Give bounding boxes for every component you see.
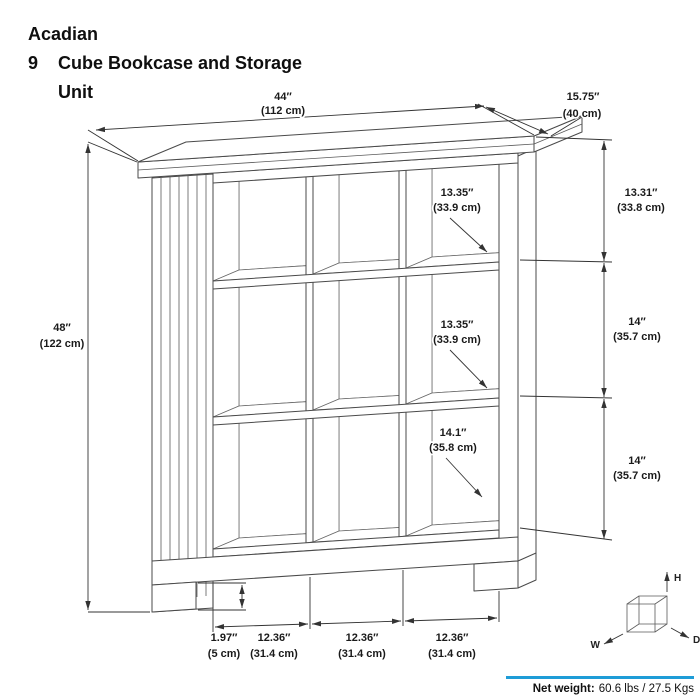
cube-interior: [213, 283, 306, 417]
cube-bot-cm-label: (35.8 cm): [429, 442, 477, 454]
dimension-cube-depths: 13.35″ (33.9 cm) 13.35″ (33.9 cm) 14.1″ …: [427, 185, 488, 498]
section-mid-cm-label: (35.7 cm): [613, 331, 661, 343]
cube-mid-cm-label: (33.9 cm): [433, 334, 481, 346]
col3-cm-label: (31.4 cm): [428, 648, 476, 660]
right-stile: [498, 161, 519, 590]
section-bot-cm-label: (35.7 cm): [613, 470, 661, 482]
cube-interior: [313, 170, 399, 274]
dimension-columns: 12.36″ (31.4 cm) 12.36″ (31.4 cm) 12.36″…: [212, 570, 500, 662]
product-name: Cube Bookcase and Storage: [58, 53, 303, 73]
axis-orientation-icon: H W D: [591, 572, 700, 651]
shelf-2: [212, 397, 500, 426]
shelf-1: [212, 261, 500, 290]
dimension-right-sections: 13.31″ (33.8 cm) 14″ (35.7 cm) 14″ (35.7…: [519, 136, 667, 541]
dimension-depth: 15.75″ (40 cm): [485, 89, 603, 137]
cube-interior: [406, 406, 499, 536]
product-title: Acadian 9 Cube Bookcase and Storage Unit: [28, 20, 302, 107]
right-foot: [473, 560, 519, 592]
left-foot: [151, 581, 197, 613]
dimension-height: 48″ (122 cm): [38, 141, 150, 613]
divider-right: [398, 168, 407, 538]
cube-bot-inches-label: 14.1″: [440, 427, 467, 439]
slat-grooves: [160, 173, 207, 599]
depth-cm-label: (40 cm): [563, 108, 602, 120]
dimension-width: 44″ (112 cm): [87, 89, 535, 162]
col1-inches-label: 12.36″: [258, 632, 292, 644]
cube-interior: [213, 419, 306, 549]
product-number: 9: [28, 53, 39, 73]
cube-top-cm-label: (33.9 cm): [433, 202, 481, 214]
divider-left: [305, 174, 314, 544]
cube-interior: [213, 176, 306, 281]
cube-interior: [313, 277, 399, 410]
net-weight-label: Net weight:: [532, 683, 595, 695]
right-side-panel: [517, 147, 537, 587]
width-cm-label: (112 cm): [261, 105, 305, 117]
dimension-plinth: 1.97″ (5 cm): [198, 582, 246, 662]
cube-interior: [406, 163, 499, 268]
net-weight: Net weight:60.6 lbs / 27.5 Kgs: [506, 676, 694, 695]
height-cm-label: (122 cm): [40, 338, 85, 350]
col1-cm-label: (31.4 cm): [250, 648, 298, 660]
col2-cm-label: (31.4 cm): [338, 648, 386, 660]
col3-inches-label: 12.36″: [436, 632, 470, 644]
cube-interiors: [213, 163, 499, 549]
axis-depth-label: D: [693, 635, 700, 646]
cube-interior: [406, 270, 499, 404]
product-brand: Acadian: [28, 24, 99, 44]
col2-inches-label: 12.36″: [346, 632, 380, 644]
plinth-inches-label: 1.97″: [211, 632, 238, 644]
product-name-2: Unit: [58, 82, 93, 102]
width-inches-label: 44″: [274, 91, 292, 103]
section-bot-inches-label: 14″: [628, 455, 646, 467]
depth-inches-label: 15.75″: [567, 91, 601, 103]
height-inches-label: 48″: [53, 322, 71, 334]
cube-top-inches-label: 13.35″: [441, 187, 475, 199]
plinth-cm-label: (5 cm): [208, 648, 241, 660]
section-top-inches-label: 13.31″: [625, 187, 659, 199]
section-top-cm-label: (33.8 cm): [617, 202, 665, 214]
axis-width-label: W: [591, 640, 601, 651]
product-name-row: 9 Cube Bookcase and Storage: [28, 49, 302, 78]
axis-height-label: H: [674, 573, 681, 584]
section-mid-inches-label: 14″: [628, 316, 646, 328]
net-weight-value: 60.6 lbs / 27.5 Kgs: [598, 683, 694, 695]
cube-mid-inches-label: 13.35″: [441, 319, 475, 331]
